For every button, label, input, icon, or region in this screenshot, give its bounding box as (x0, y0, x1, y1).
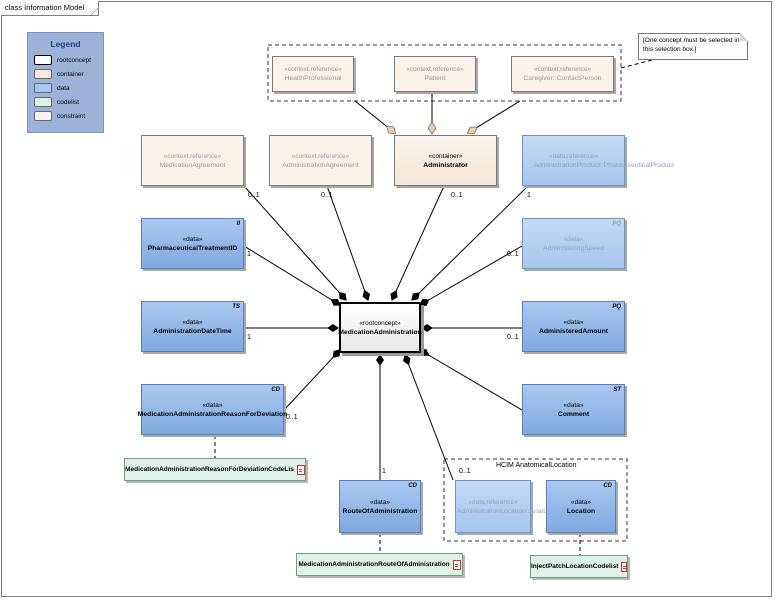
legend-item-container: container (28, 67, 103, 81)
node-administration-location[interactable]: «data,reference» AdministrationLocation:… (455, 480, 589, 533)
node-administrator[interactable]: «container» Administrator (394, 135, 497, 186)
edge-administrator (390, 185, 445, 301)
multiplicity-administration-agreement: 0..1 (321, 192, 333, 199)
selection-box (267, 44, 622, 102)
legend-item-codelist: codelist (28, 95, 103, 109)
node-patient[interactable]: «context,reference» Patient (394, 56, 476, 92)
legend-item-rootconcept: rootconcept (28, 53, 103, 67)
legend-swatch (34, 55, 52, 65)
node-administration-product[interactable]: «data,reference» AdministrationProduct::… (522, 135, 674, 186)
node-comment[interactable]: ST «data» Comment (522, 384, 625, 435)
node-administration-agreement[interactable]: «context,reference» AdministrationAgreem… (269, 135, 372, 186)
codelist-inject-patch-location[interactable]: InjectPatchLocationCodelist (530, 555, 628, 578)
legend-swatch (34, 83, 52, 93)
legend-title: Legend (50, 39, 81, 49)
group-title: HCIM AnatomicalLocation (496, 462, 577, 469)
selection-note[interactable]: [One concept must be selected in this se… (638, 33, 748, 60)
node-administered-amount[interactable]: PQ «data» AdministeredAmount (522, 301, 625, 352)
edge-health-professional-administrator (354, 100, 395, 133)
anatomical-location-group (443, 458, 628, 542)
legend-swatch (34, 69, 52, 79)
multiplicity-route-of-administration: 1 (382, 468, 386, 475)
node-caregiver[interactable]: «context,reference» Caregiver::ContactPe… (511, 56, 614, 92)
legend: Legend rootconcept container data codeli… (27, 32, 104, 133)
node-pharmaceutical-treatment-id[interactable]: II «data» PharmaceuticalTreatmentID (141, 218, 244, 269)
document-icon (452, 559, 461, 570)
node-medication-agreement[interactable]: «context,reference» MedicationAgreement (141, 135, 244, 186)
node-reason-for-deviation[interactable]: CD «data» MedicationAdministrationReason… (138, 384, 287, 435)
multiplicity-administration-location: 0..1 (459, 468, 471, 475)
legend-swatch (34, 111, 52, 121)
edge-reason-for-deviation (283, 349, 341, 411)
edge-caregiver-administrator (468, 100, 521, 133)
multiplicity-administered-amount: 0..1 (507, 334, 519, 341)
node-administering-speed[interactable]: PQ «data» AdministeringSpeed (522, 218, 625, 269)
codelist-route-of-administration[interactable]: MedicationAdministrationRouteOfAdministr… (296, 553, 463, 576)
multiplicity-administration-datetime: 1 (247, 334, 251, 341)
legend-item-data: data (28, 81, 103, 95)
codelist-reason-for-deviation[interactable]: MedicationAdministrationReasonForDeviati… (124, 458, 306, 481)
document-icon (296, 464, 305, 475)
node-health-professional[interactable]: «context,reference» HealthProfessional (272, 56, 354, 92)
edge-comment (419, 349, 523, 411)
document-icon (621, 561, 627, 572)
node-medication-administration[interactable]: «rootconcept» MedicationAdministration (338, 302, 422, 353)
multiplicity-administrator: 0..1 (451, 192, 463, 199)
multiplicity-administering-speed: 0..1 (507, 251, 519, 258)
frame-title: class Information Model (1, 1, 100, 16)
multiplicity-treatment-id: 1 (247, 251, 251, 258)
note-fold-icon (740, 33, 748, 41)
legend-swatch (34, 97, 52, 107)
edge-administration-product (411, 185, 529, 301)
multiplicity-reason-for-deviation: 0..1 (286, 414, 298, 421)
multiplicity-administration-product: 1 (527, 192, 531, 199)
edge-treatment-id (243, 245, 341, 306)
node-location[interactable]: CD «data» Location (546, 480, 616, 533)
node-route-of-administration[interactable]: CD «data» RouteOfAdministration (339, 480, 421, 533)
edge-medication-agreement (243, 185, 347, 301)
node-administration-datetime[interactable]: TS «data» AdministrationDateTime (141, 301, 244, 352)
multiplicity-medication-agreement: 0..1 (248, 192, 260, 199)
edge-administering-speed (419, 245, 523, 306)
edge-administration-location (403, 354, 454, 481)
legend-item-constraint: constraint (28, 109, 103, 123)
edge-administration-agreement (326, 185, 371, 301)
